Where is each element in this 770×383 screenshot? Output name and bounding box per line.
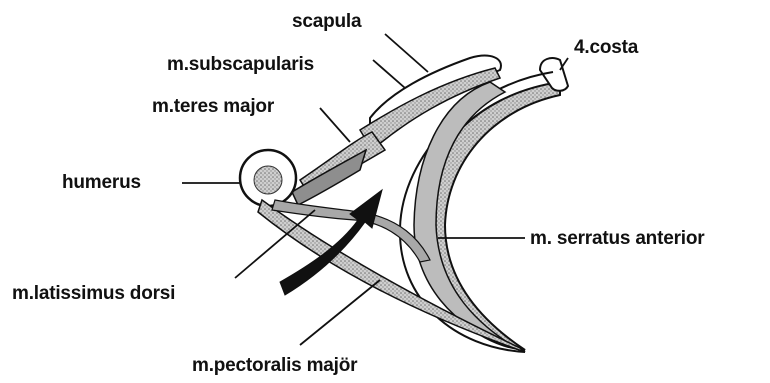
label-costa: 4.costa [574, 38, 638, 57]
label-pectoralis-major: m.pectoralis majör [192, 356, 357, 375]
label-serratus-anterior: m. serratus anterior [530, 229, 704, 248]
humerus-shape [240, 150, 296, 206]
leader-teres-major [320, 108, 350, 142]
label-latissimus-dorsi: m.latissimus dorsi [12, 284, 175, 303]
leader-lines [182, 34, 568, 345]
label-scapula: scapula [292, 12, 361, 31]
label-teres-major: m.teres major [152, 97, 274, 116]
label-subscapularis: m.subscapularis [167, 55, 314, 74]
label-humerus: humerus [62, 173, 141, 192]
leader-subscapularis [373, 60, 405, 88]
leader-pectoralis [300, 280, 380, 345]
leader-scapula [385, 34, 428, 72]
